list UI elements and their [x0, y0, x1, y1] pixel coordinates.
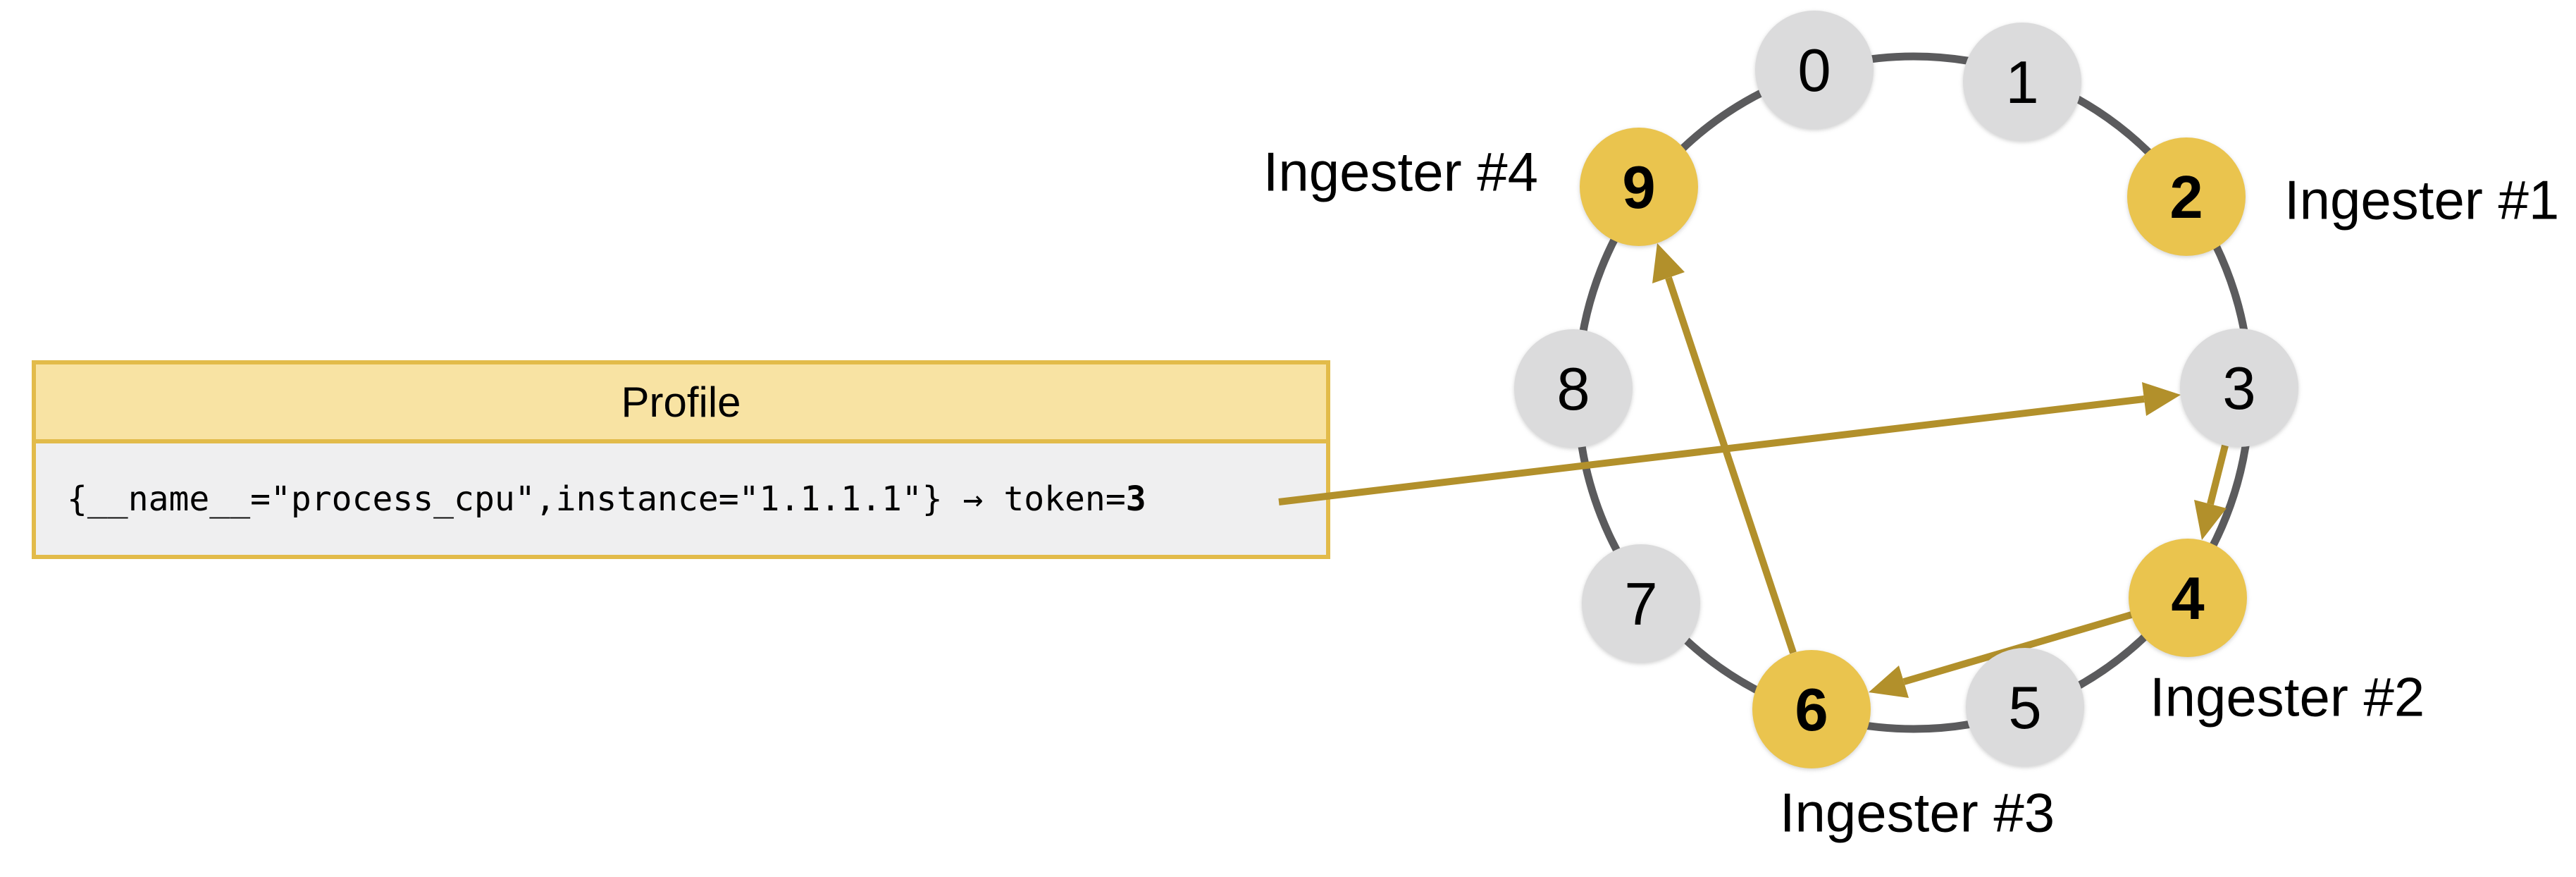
node-token-label: 5: [2008, 675, 2041, 742]
node-token-label: 6: [1795, 677, 1828, 744]
arrow-profile-to-3: [1278, 382, 2181, 505]
node-token-label: 3: [2222, 355, 2255, 422]
node-token-label: 0: [1797, 37, 1831, 104]
ingester-2-label: Ingester #2: [2150, 666, 2425, 728]
node-token-label: 9: [1622, 154, 1655, 221]
node-circle: [1755, 11, 1874, 129]
profile-card-header: Profile: [36, 364, 1326, 443]
node-circle: [1514, 329, 1633, 448]
node-circle: [1752, 650, 1871, 768]
arrow-6-to-9: [1652, 243, 1797, 654]
node-8: 8: [1514, 329, 1633, 448]
node-0: 0: [1755, 11, 1874, 129]
node-circle: [2180, 329, 2298, 447]
profile-card: Profile {__name__="process_cpu",instance…: [32, 360, 1330, 559]
node-9: 9: [1580, 128, 1698, 246]
node-6: 6: [1752, 650, 1871, 768]
node-circle: [1582, 544, 1700, 663]
node-3: 3: [2180, 329, 2298, 447]
node-4: 4: [2129, 539, 2247, 657]
token-value: 3: [1125, 479, 1146, 519]
node-token-label: 4: [2171, 565, 2204, 632]
node-circle: [2127, 137, 2246, 256]
arrow-3-to-4: [2194, 444, 2229, 540]
node-token-label: 8: [1556, 356, 1590, 423]
ingester-3-label: Ingester #3: [1780, 781, 2055, 843]
node-1: 1: [1963, 23, 2081, 141]
node-circle: [2129, 539, 2247, 657]
node-circle: [1580, 128, 1698, 246]
node-token-label: 7: [1624, 571, 1657, 638]
ingester-4-label: Ingester #4: [1263, 140, 1538, 202]
node-token-label: 2: [2169, 164, 2203, 231]
ingester-1-label: Ingester #1: [2284, 168, 2559, 231]
node-circle: [1963, 23, 2081, 141]
node-5: 5: [1966, 648, 2084, 766]
arrow-4-to-6: [1869, 611, 2133, 698]
node-7: 7: [1582, 544, 1700, 663]
profile-card-body: {__name__="process_cpu",instance="1.1.1.…: [36, 443, 1326, 555]
series-selector-text: {__name__="process_cpu",instance="1.1.1.…: [67, 479, 1126, 519]
node-token-label: 1: [2005, 49, 2038, 116]
node-circle: [1966, 648, 2084, 766]
profile-title: Profile: [621, 378, 741, 426]
node-2: 2: [2127, 137, 2246, 256]
